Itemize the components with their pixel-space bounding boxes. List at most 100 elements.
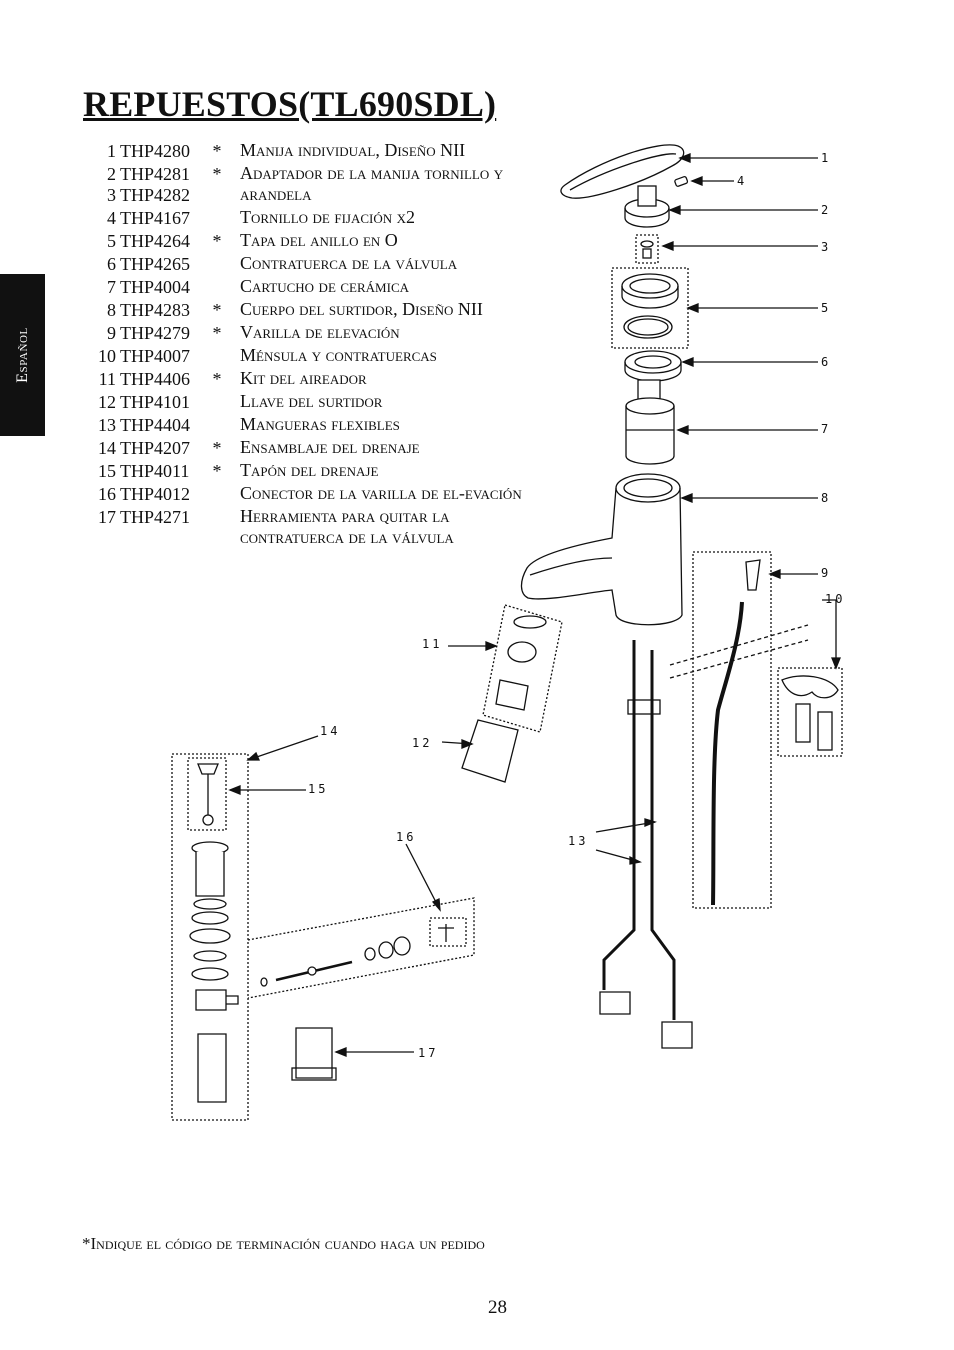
part-description: Contratuerca de la válvula — [240, 253, 458, 273]
callout-label: 16 — [396, 830, 417, 844]
part-code: THP4007 — [120, 346, 191, 366]
part-row: 13 THP4404 Mangueras flexibles — [82, 414, 522, 437]
part-row: 10 THP4007 Ménsula y contratuercas — [82, 345, 522, 368]
parts-list: 1 THP4280 * Manija individual, Diseño NI… — [82, 140, 522, 548]
part-number: 17 — [98, 507, 116, 527]
part-code: THP4406 — [120, 369, 191, 389]
part-number: 9 — [107, 323, 116, 343]
part-number: 15 — [98, 461, 116, 481]
part-description: Mangueras flexibles — [240, 414, 400, 434]
part-description: Llave del surtidor — [240, 391, 383, 411]
page-number: 28 — [488, 1297, 507, 1318]
part-description: Adaptador de la manija tornillo y arande… — [240, 163, 504, 204]
part-row: 7 THP4004 Cartucho de cerámica — [82, 276, 522, 299]
part-description: Herramienta para quitar la contratuerca … — [240, 506, 454, 547]
flexible-hoses-part — [599, 640, 693, 1049]
part-number: 13 — [98, 415, 116, 435]
part-finish-marker: * — [212, 369, 222, 389]
part-number: 1 — [107, 141, 116, 161]
footnote: *Indique el código de terminación cuando… — [82, 1234, 485, 1253]
cartridge-part — [625, 379, 675, 465]
page-title: REPUESTOS(TL690SDL) — [83, 84, 497, 124]
part-number: 14 — [98, 438, 116, 458]
part-description: Conector de la varilla de el-evación — [240, 483, 522, 503]
part-code: THP4004 — [120, 277, 191, 297]
part-number: 12 — [98, 392, 116, 412]
part-number: 11 — [98, 369, 116, 389]
part-code: THP4264 — [120, 231, 191, 251]
part-row: 17 THP4271 Herramienta para quitar la co… — [82, 506, 522, 548]
part-code: THP4283 — [120, 300, 191, 320]
part-row: 8 THP4283 * Cuerpo del surtidor, Diseño … — [82, 299, 522, 322]
part-number: 16 — [98, 484, 116, 504]
part-finish-marker: * — [212, 461, 222, 481]
part-finish-marker: * — [212, 323, 222, 343]
handle-part — [560, 144, 685, 199]
part-description: Cartucho de cerámica — [240, 276, 410, 296]
part-row: 12 THP4101 Llave del surtidor — [82, 391, 522, 414]
callout-label: 14 — [320, 724, 341, 738]
callout-label: 3 — [821, 240, 832, 254]
part-number: 4 — [107, 208, 116, 228]
part-row: 9 THP4279 * Varilla de elevación — [82, 322, 522, 345]
callout-label: 5 — [821, 301, 832, 315]
callout-label: 6 — [821, 355, 832, 369]
callout-label: 15 — [308, 782, 329, 796]
callout-label: 2 — [821, 203, 832, 217]
part-finish-marker: * — [212, 438, 222, 458]
language-tab: Español — [0, 274, 45, 436]
part-code: THP4265 — [120, 254, 191, 274]
part-row: 11 THP4406 * Kit del aireador — [82, 368, 522, 391]
callout-label: 10 — [825, 592, 846, 606]
part-number: 6 — [107, 254, 116, 274]
part-row: 6 THP4265 Contratuerca de la válvula — [82, 253, 522, 276]
part-description: Varilla de elevación — [240, 322, 400, 342]
callout-label: 11 — [422, 637, 443, 651]
part-row: 16 THP4012 Conector de la varilla de el-… — [82, 483, 522, 506]
part-code: THP4101 — [120, 392, 191, 412]
part-number: 2 — [107, 164, 116, 184]
callout-label: 12 — [412, 736, 433, 750]
part-code: THP4281 — [120, 164, 191, 184]
callout-label: 7 — [821, 422, 832, 436]
part-row: 2 THP4281 * Adaptador de la manija torni… — [82, 163, 522, 205]
part-row: 1 THP4280 * Manija individual, Diseño NI… — [82, 140, 522, 163]
callout-label: 9 — [821, 566, 832, 580]
callout-label: 17 — [418, 1046, 439, 1060]
part-description: Ménsula y contratuercas — [240, 345, 437, 365]
callout-label: 13 — [568, 834, 589, 848]
part-code: THP4282 — [120, 185, 191, 205]
part-number: 3 — [107, 185, 116, 205]
part-description: Tapón del drenaje — [240, 460, 379, 480]
part-row: 14 THP4207 * Ensamblaje del drenaje — [82, 437, 522, 460]
part-code: THP4207 — [120, 438, 191, 458]
spout-body-part — [520, 473, 683, 626]
part-finish-marker: * — [212, 231, 222, 251]
part-code: THP4404 — [120, 415, 191, 435]
part-code: THP4012 — [120, 484, 191, 504]
adapter-part — [624, 185, 670, 228]
part-number: 10 — [98, 346, 116, 366]
part-description: Kit del aireador — [240, 368, 367, 388]
part-finish-marker: * — [212, 300, 222, 320]
part-code: THP4011 — [120, 461, 190, 481]
part-code: THP4167 — [120, 208, 191, 228]
part-description: Manija individual, Diseño NII — [240, 140, 466, 160]
part-number: 7 — [107, 277, 116, 297]
part-number: 8 — [107, 300, 116, 320]
part-code: THP4271 — [120, 507, 191, 527]
part-row: 3 THP4282 — [82, 184, 522, 207]
part-description: Tapa del anillo en O — [240, 230, 398, 250]
part-finish-marker: * — [212, 164, 222, 184]
part-description: Tornillo de fijación x2 — [240, 207, 416, 227]
callout-label: 4 — [737, 174, 748, 188]
part-row: 4 THP4167 Tornillo de fijación x2 — [82, 207, 522, 230]
part-finish-marker: * — [212, 141, 222, 161]
part-row: 5 THP4264 * Tapa del anillo en O — [82, 230, 522, 253]
callout-label: 8 — [821, 491, 832, 505]
part-number: 5 — [107, 231, 116, 251]
part-description: Ensamblaje del drenaje — [240, 437, 420, 457]
part-code: THP4279 — [120, 323, 191, 343]
callout-label: 1 — [821, 151, 832, 165]
